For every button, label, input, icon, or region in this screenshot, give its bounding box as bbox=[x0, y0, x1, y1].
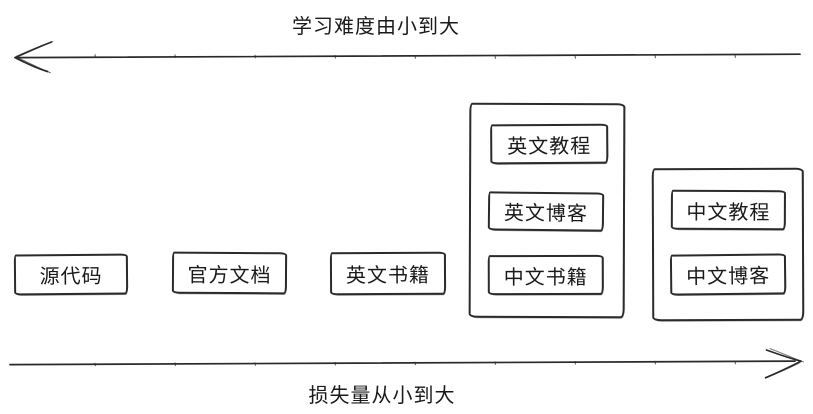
group-box-chinese-resources: 中文教程 中文博客 bbox=[651, 167, 805, 322]
difficulty-axis-label: 学习难度由小到大 bbox=[292, 16, 460, 38]
node-english-books: 英文书籍 bbox=[329, 251, 447, 296]
loss-arrow-right-icon bbox=[9, 348, 804, 379]
node-label: 英文书籍 bbox=[345, 264, 431, 288]
node-english-blogs: 英文博客 bbox=[487, 191, 605, 232]
difficulty-arrow-left-icon bbox=[14, 41, 801, 74]
node-source-code: 源代码 bbox=[13, 253, 129, 296]
node-chinese-blogs: 中文博客 bbox=[669, 253, 787, 296]
node-chinese-books: 中文书籍 bbox=[487, 254, 604, 296]
group-box-english-resources: 英文教程 英文博客 中文书籍 bbox=[468, 102, 626, 319]
node-english-tutorials: 英文教程 bbox=[490, 123, 609, 165]
node-label: 源代码 bbox=[39, 265, 103, 289]
node-label: 中文教程 bbox=[686, 201, 771, 224]
node-chinese-tutorials: 中文教程 bbox=[670, 189, 786, 231]
node-label: 中文书籍 bbox=[503, 266, 588, 289]
node-label: 中文博客 bbox=[686, 265, 771, 289]
loss-axis-label: 损失量从小到大 bbox=[308, 385, 456, 407]
node-label: 英文博客 bbox=[503, 202, 589, 226]
node-label: 英文教程 bbox=[507, 135, 592, 158]
node-label: 官方文档 bbox=[187, 264, 272, 287]
node-official-docs: 官方文档 bbox=[171, 251, 288, 295]
